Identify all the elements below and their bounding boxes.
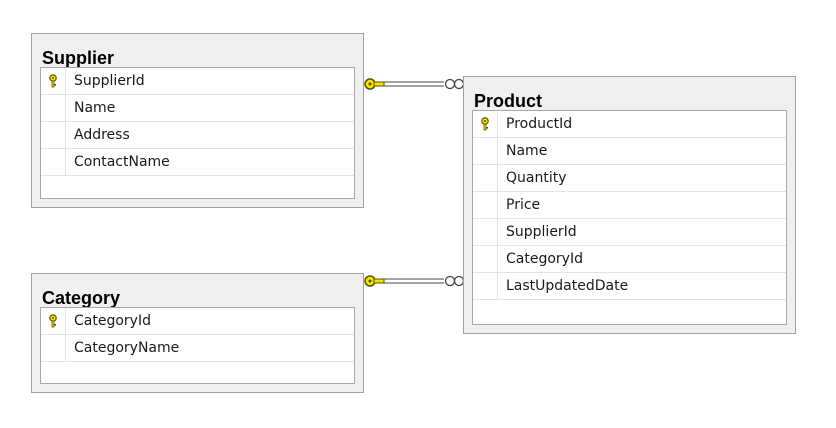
row-selector[interactable] xyxy=(473,138,498,164)
row-selector[interactable] xyxy=(473,111,498,137)
column-row[interactable]: Price xyxy=(473,192,786,219)
row-selector[interactable] xyxy=(41,68,66,94)
column-name: CategoryName xyxy=(74,340,180,356)
infinity-icon xyxy=(444,78,465,90)
column-row[interactable]: CategoryId xyxy=(473,246,786,273)
column-row[interactable]: CategoryName xyxy=(41,335,354,362)
column-name: CategoryId xyxy=(74,313,151,329)
column-row[interactable]: Quantity xyxy=(473,165,786,192)
column-name: Name xyxy=(74,100,116,116)
primary-key-icon xyxy=(49,314,57,328)
column-row[interactable]: ProductId xyxy=(473,111,786,138)
infinity-icon xyxy=(444,275,465,287)
column-name: ContactName xyxy=(74,154,170,170)
row-selector[interactable] xyxy=(473,165,498,191)
primary-key-icon xyxy=(49,74,57,88)
column-row[interactable]: Name xyxy=(473,138,786,165)
column-row[interactable]: Address xyxy=(41,122,354,149)
row-selector[interactable] xyxy=(473,273,498,299)
row-selector[interactable] xyxy=(41,149,66,175)
table-title: Product xyxy=(474,91,543,111)
column-name: SupplierId xyxy=(74,73,145,89)
column-row[interactable]: CategoryId xyxy=(41,308,354,335)
row-selector[interactable] xyxy=(473,192,498,218)
column-name: Quantity xyxy=(506,170,567,186)
column-name: CategoryId xyxy=(506,251,583,267)
row-selector[interactable] xyxy=(41,335,66,361)
column-name: SupplierId xyxy=(506,224,577,240)
column-row[interactable]: LastUpdatedDate xyxy=(473,273,786,300)
column-name: Price xyxy=(506,197,541,213)
column-row[interactable]: SupplierId xyxy=(473,219,786,246)
column-row[interactable]: ContactName xyxy=(41,149,354,176)
column-name: LastUpdatedDate xyxy=(506,278,629,294)
row-selector[interactable] xyxy=(41,308,66,334)
row-selector[interactable] xyxy=(41,122,66,148)
row-selector[interactable] xyxy=(473,219,498,245)
column-name: ProductId xyxy=(506,116,573,132)
relationship-category-product[interactable] xyxy=(364,275,465,287)
column-name: Address xyxy=(74,127,130,143)
table-title: Supplier xyxy=(42,48,115,68)
column-row[interactable]: SupplierId xyxy=(41,68,354,95)
primary-key-icon xyxy=(481,117,489,131)
table-title: Category xyxy=(42,288,121,308)
row-selector[interactable] xyxy=(473,246,498,272)
key-icon xyxy=(364,275,385,287)
column-name: Name xyxy=(506,143,548,159)
column-row[interactable]: Name xyxy=(41,95,354,122)
key-icon xyxy=(364,78,385,90)
relationship-supplier-product[interactable] xyxy=(364,78,465,90)
row-selector[interactable] xyxy=(41,95,66,121)
